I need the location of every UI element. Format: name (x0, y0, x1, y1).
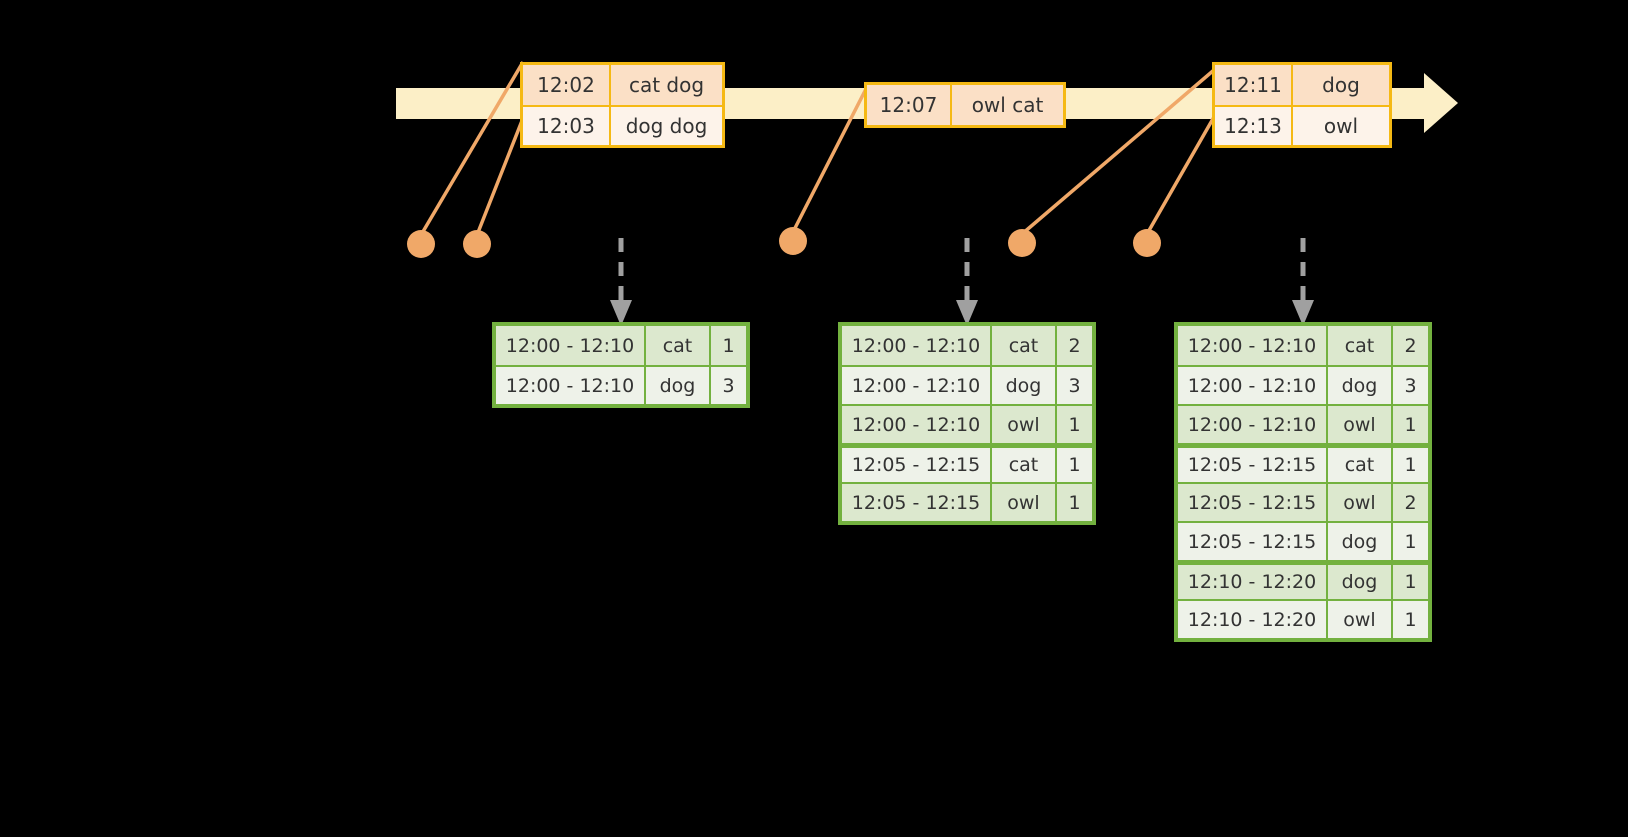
cell-window: 12:00 - 12:10 (842, 367, 992, 404)
dashed-arrow-icon (956, 238, 978, 326)
cell-window: 12:00 - 12:10 (496, 326, 646, 365)
cell-window: 12:05 - 12:15 (1178, 523, 1328, 560)
cell-count: 1 (1068, 491, 1081, 514)
timeline-event-row: 12:07 owl cat (867, 85, 1063, 125)
event-time: 12:07 (867, 85, 952, 125)
cell-window: 12:00 - 12:10 (496, 367, 646, 404)
cell-window: 12:00 - 12:10 (1178, 367, 1328, 404)
cell-count: 2 (1404, 334, 1417, 357)
cell-key: owl (992, 406, 1057, 443)
cell-key: owl (992, 484, 1057, 521)
cell-count: 3 (722, 374, 735, 397)
cell-count: 1 (1404, 413, 1417, 436)
timeline-event-box: 12:11 dog 12:13 owl (1212, 62, 1392, 148)
cell-count: 3 (1068, 374, 1081, 397)
cell-window: 12:10 - 12:20 (1178, 565, 1328, 599)
cell-count: 2 (1068, 334, 1081, 357)
event-dot (1008, 229, 1036, 257)
timeline-event-row: 12:02 cat dog (523, 65, 722, 105)
timeline-event-box: 12:02 cat dog 12:03 dog dog (520, 62, 725, 148)
cell-window: 12:05 - 12:15 (1178, 448, 1328, 482)
timeline-event-row: 12:03 dog dog (523, 105, 722, 145)
event-payload: cat dog (628, 73, 705, 97)
cell-count: 1 (1068, 454, 1081, 476)
cell-window: 12:10 - 12:20 (1178, 601, 1328, 638)
timeline-event-row: 12:11 dog (1215, 65, 1389, 105)
cell-count: 1 (722, 334, 735, 357)
cell-count: 1 (1068, 413, 1081, 436)
cell-window: 12:05 - 12:15 (842, 448, 992, 482)
connector-5 (1145, 109, 1220, 235)
timeline-event-box: 12:07 owl cat (864, 82, 1066, 128)
cell-count: 2 (1404, 491, 1417, 514)
cell-key: cat (992, 448, 1057, 482)
event-time: 12:11 (1215, 65, 1293, 105)
event-time: 12:02 (523, 65, 611, 105)
event-time: 12:13 (1215, 107, 1293, 145)
event-dot (779, 227, 807, 255)
cell-key: dog (1328, 523, 1393, 560)
timeline-event-row: 12:13 owl (1215, 105, 1389, 145)
cell-key: cat (992, 326, 1057, 365)
cell-key: cat (1328, 448, 1393, 482)
cell-key: dog (1328, 367, 1393, 404)
cell-count: 1 (1404, 530, 1417, 553)
event-dot (1133, 229, 1161, 257)
cell-window: 12:05 - 12:15 (1178, 484, 1328, 521)
cell-window: 12:00 - 12:10 (842, 406, 992, 443)
cell-count: 1 (1404, 571, 1417, 593)
cell-key: cat (646, 326, 711, 365)
cell-key: owl (1328, 406, 1393, 443)
event-payload: owl (1323, 114, 1359, 138)
cell-key: owl (1328, 484, 1393, 521)
cell-window: 12:00 - 12:10 (1178, 326, 1328, 365)
event-payload: dog (1322, 73, 1360, 97)
cell-key: owl (1328, 601, 1393, 638)
cell-window: 12:05 - 12:15 (842, 484, 992, 521)
cell-window: 12:00 - 12:10 (1178, 406, 1328, 443)
timeline-arrow-icon (1424, 73, 1458, 133)
dashed-arrow-icon (1292, 238, 1314, 326)
event-payload: dog dog (625, 114, 708, 138)
event-time: 12:03 (523, 107, 611, 145)
cell-key: cat (1328, 326, 1393, 365)
cell-count: 1 (1404, 608, 1417, 631)
cell-count: 3 (1404, 374, 1417, 397)
event-payload: owl cat (971, 93, 1044, 117)
cell-key: dog (1328, 565, 1393, 599)
event-dot (407, 230, 435, 258)
cell-window: 12:00 - 12:10 (842, 326, 992, 365)
event-dot (463, 230, 491, 258)
cell-count: 1 (1404, 454, 1417, 476)
cell-key: dog (992, 367, 1057, 404)
cell-key: dog (646, 367, 711, 404)
dashed-arrow-icon (610, 238, 632, 326)
